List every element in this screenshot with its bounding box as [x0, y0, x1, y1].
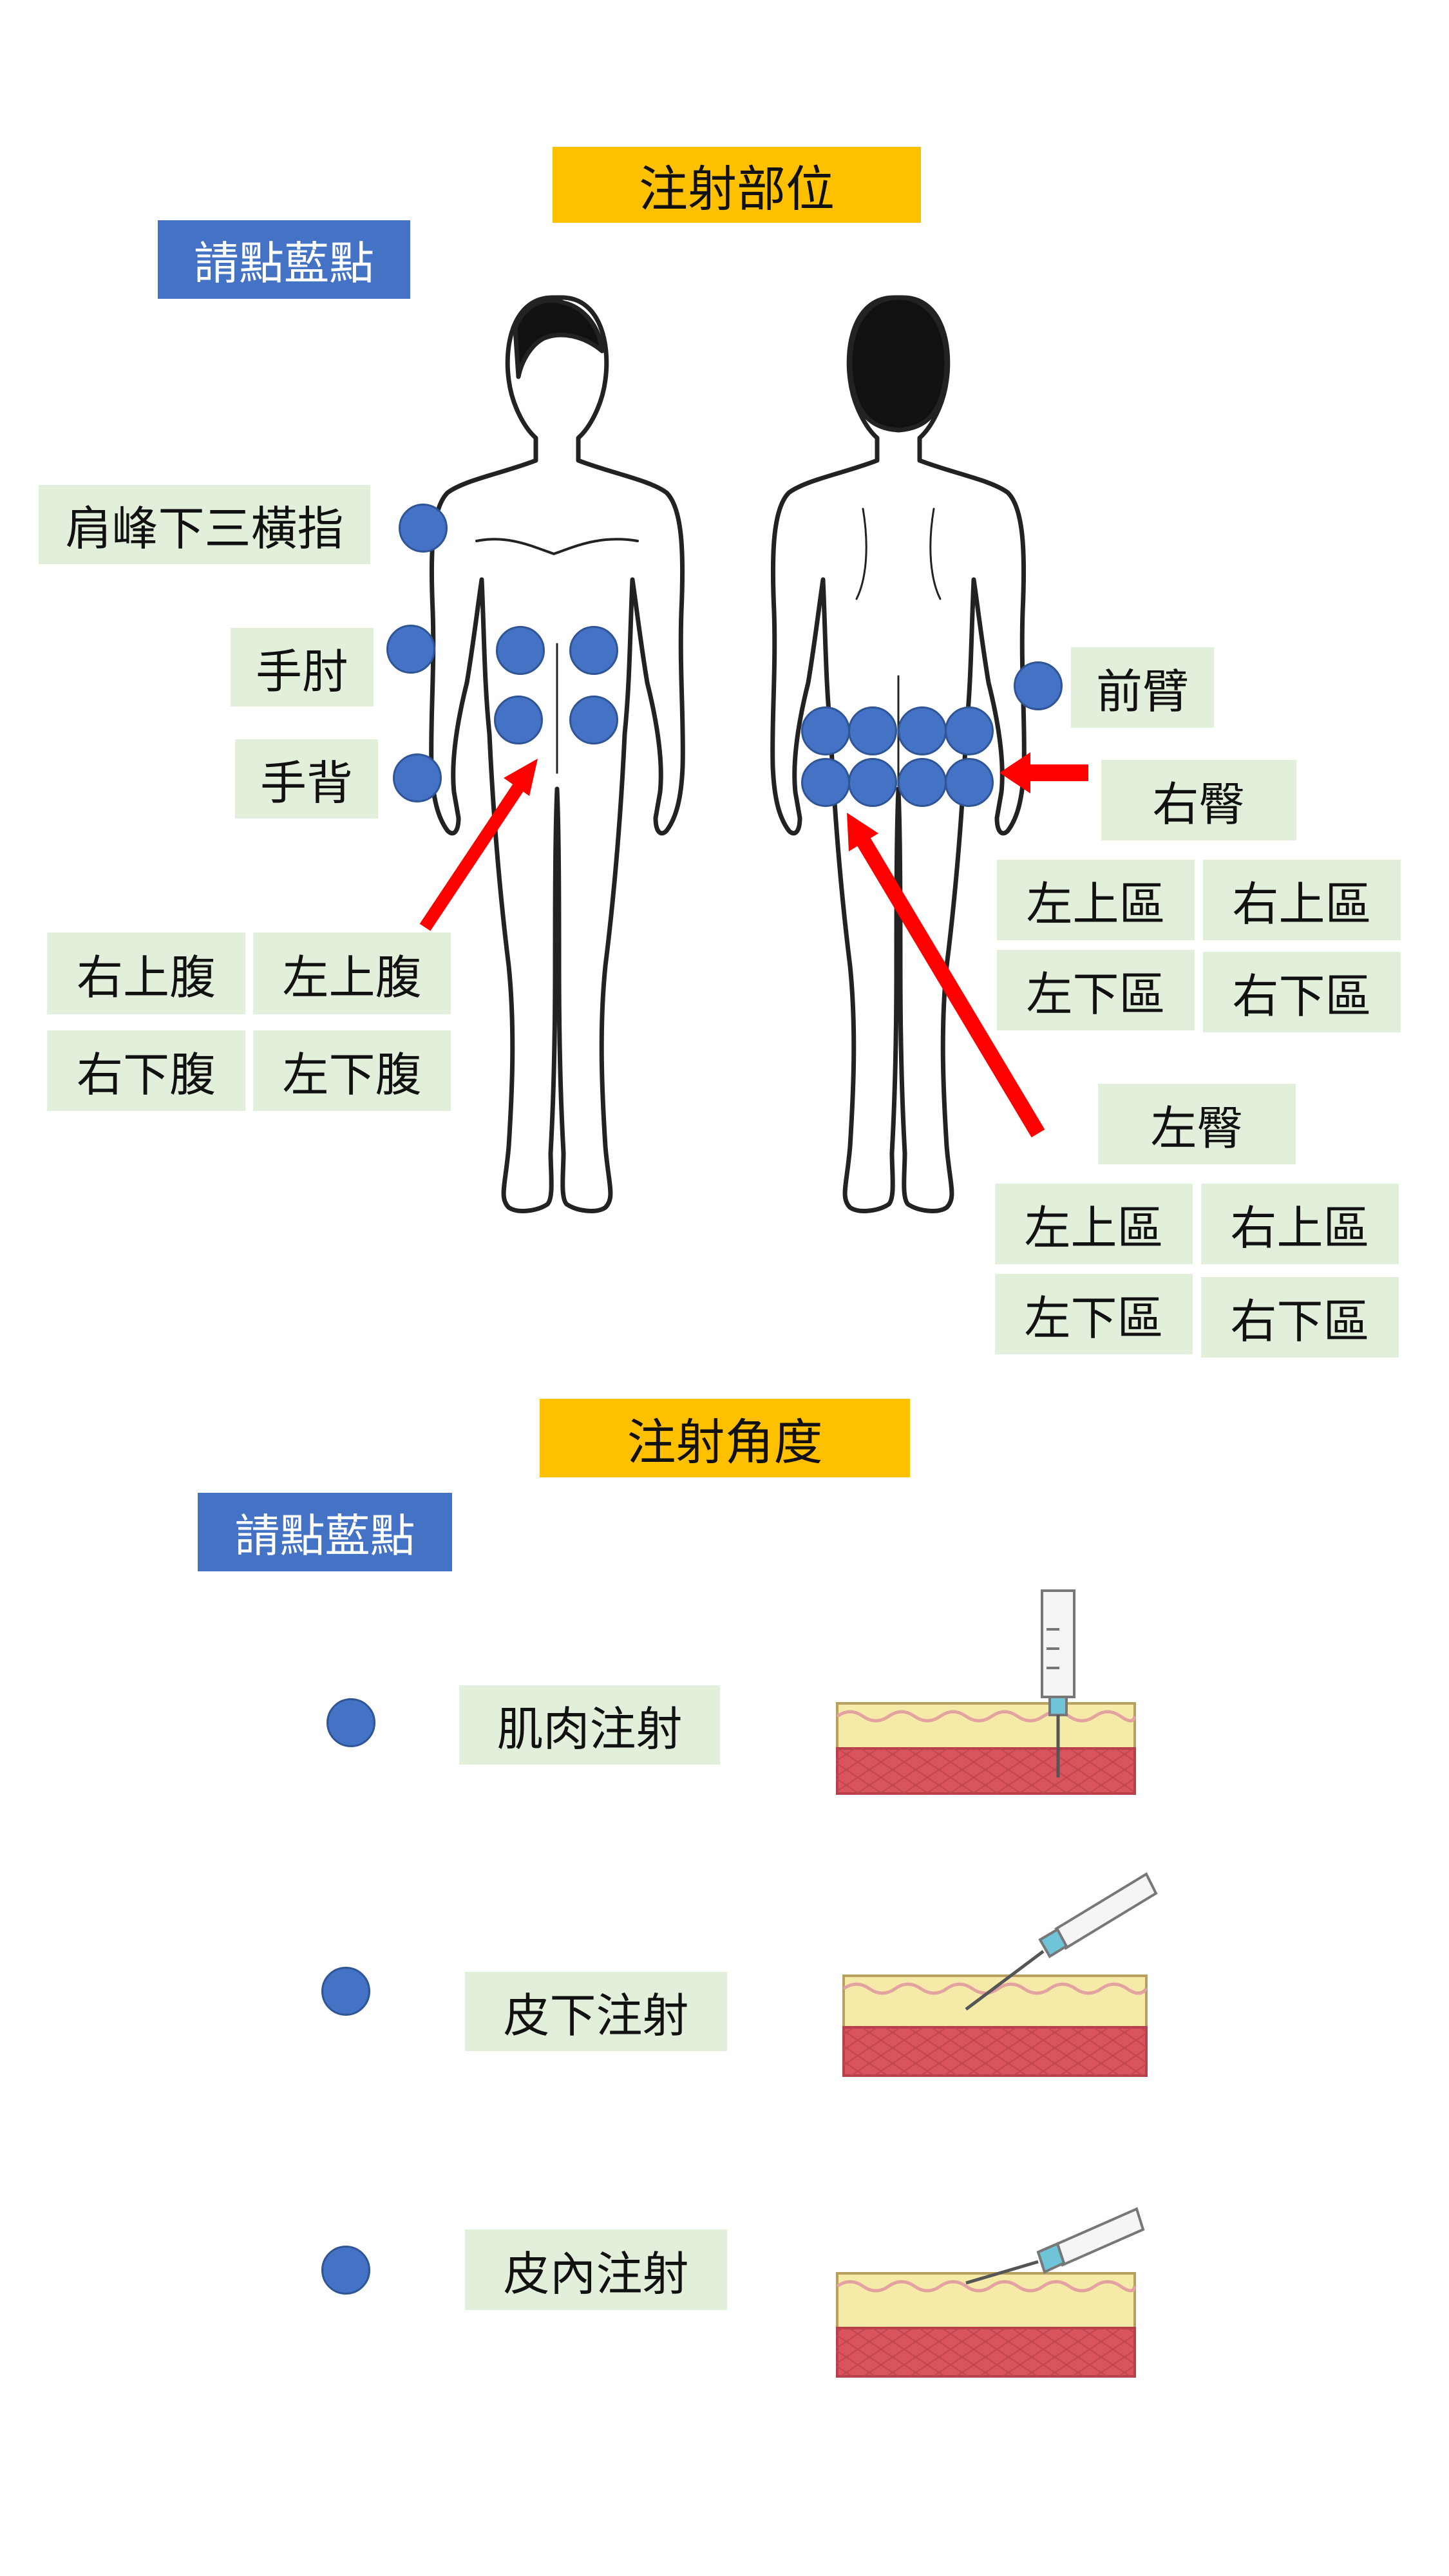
right-buttock-label: 右臀 — [1101, 760, 1296, 840]
right-buttock-upper-left-dot[interactable] — [898, 706, 947, 755]
subcutaneous-dot[interactable] — [321, 1967, 370, 2016]
right-buttock-lower-left-label: 左下區 — [997, 950, 1195, 1030]
right-buttock-arrow-head — [999, 752, 1030, 793]
shoulder-label: 肩峰下三橫指 — [39, 485, 370, 564]
abdomen-lower-left-dot[interactable] — [569, 696, 618, 744]
left-buttock-lower-left-label: 左下區 — [995, 1274, 1193, 1354]
forearm-dot[interactable] — [1014, 661, 1063, 710]
right-buttock-lower-right-label: 右下區 — [1203, 952, 1401, 1032]
upper-left-abdomen-label: 左上腹 — [253, 933, 451, 1014]
lower-left-abdomen-label: 左下腹 — [253, 1030, 451, 1111]
hand-back-dot[interactable] — [393, 753, 442, 802]
elbow-dot[interactable] — [386, 625, 435, 674]
forearm-label: 前臂 — [1071, 647, 1214, 728]
right-buttock-lower-right-dot[interactable] — [945, 758, 994, 807]
abdomen-upper-left-dot[interactable] — [569, 626, 618, 675]
intradermal-dot[interactable] — [321, 2246, 370, 2295]
lower-right-abdomen-label: 右下腹 — [47, 1030, 245, 1111]
click-blue-dot-hint-2: 請點藍點 — [198, 1493, 452, 1571]
abdomen-arrow — [419, 779, 527, 931]
right-buttock-upper-left-label: 左上區 — [997, 860, 1195, 940]
intramuscular-dot[interactable] — [327, 1698, 375, 1747]
left-buttock-lower-right-dot[interactable] — [848, 758, 897, 807]
left-buttock-lower-right-label: 右下區 — [1201, 1277, 1399, 1358]
abdomen-arrow-head — [504, 759, 538, 796]
left-buttock-arrow — [856, 836, 1045, 1138]
red-arrows — [419, 752, 1088, 1138]
front-body-outline — [429, 295, 685, 1213]
left-buttock-upper-left-dot[interactable] — [801, 706, 850, 755]
hand-back-label: 手背 — [235, 739, 378, 819]
injection-site-title: 注射部位 — [553, 147, 921, 223]
subcutaneous-label: 皮下注射 — [465, 1972, 727, 2051]
injection-angle-title: 注射角度 — [540, 1399, 910, 1477]
left-buttock-upper-left-label: 左上區 — [995, 1184, 1193, 1264]
left-buttock-lower-left-dot[interactable] — [801, 758, 850, 807]
elbow-label: 手肘 — [231, 628, 374, 706]
right-buttock-lower-left-dot[interactable] — [898, 758, 947, 807]
click-blue-dot-hint: 請點藍點 — [158, 220, 410, 299]
right-buttock-upper-right-dot[interactable] — [945, 706, 994, 755]
intradermal-label: 皮內注射 — [465, 2230, 727, 2310]
right-buttock-upper-right-label: 右上區 — [1203, 860, 1401, 940]
shoulder-dot[interactable] — [399, 504, 448, 553]
intramuscular-label: 肌肉注射 — [459, 1685, 720, 1765]
abdomen-upper-right-dot[interactable] — [496, 626, 545, 675]
back-body-outline — [770, 295, 1027, 1213]
left-buttock-label: 左臀 — [1098, 1084, 1296, 1164]
upper-right-abdomen-label: 右上腹 — [47, 933, 245, 1014]
left-buttock-upper-right-label: 右上區 — [1201, 1184, 1399, 1264]
left-buttock-arrow-head — [847, 813, 878, 851]
left-buttock-upper-right-dot[interactable] — [848, 706, 897, 755]
abdomen-lower-right-dot[interactable] — [494, 696, 543, 744]
